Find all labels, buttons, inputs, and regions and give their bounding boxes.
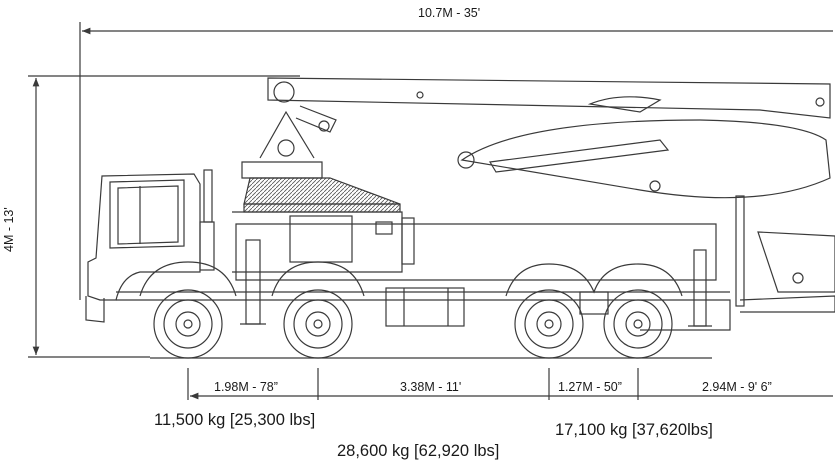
axle-spacing-dimension-line (187, 368, 833, 400)
hopper (739, 231, 835, 313)
front-axle-weight: 11,500 kg [25,300 lbs] (154, 411, 316, 429)
fenders (139, 261, 683, 315)
overall-length-dimension-line (79, 22, 833, 300)
turret (241, 110, 401, 205)
total-weight: 28,600 kg [62,920 lbs] (337, 442, 500, 460)
overall-length-label: 10.7M - 35' (418, 6, 481, 20)
boom (267, 77, 831, 199)
outriggers (240, 195, 745, 327)
rear-axle-spacing-label: 1.27M - 50” (558, 380, 622, 394)
wheel-rear-2 (603, 289, 673, 359)
front-axle-spacing-label: 1.98M - 78” (214, 380, 278, 394)
overall-height-dimension-line (28, 75, 300, 358)
wheel-front-2 (283, 289, 353, 359)
rear-overhang-label: 2.94M - 9' 6” (702, 380, 772, 394)
rear-axle-weight: 17,100 kg [37,620lbs] (555, 421, 713, 439)
wheelbase-label: 3.38M - 11' (400, 380, 462, 394)
wheel-front-1 (153, 289, 223, 359)
wheel-rear-1 (514, 289, 584, 359)
overall-height-label: 4M - 13' (2, 207, 16, 252)
cab (85, 169, 215, 323)
